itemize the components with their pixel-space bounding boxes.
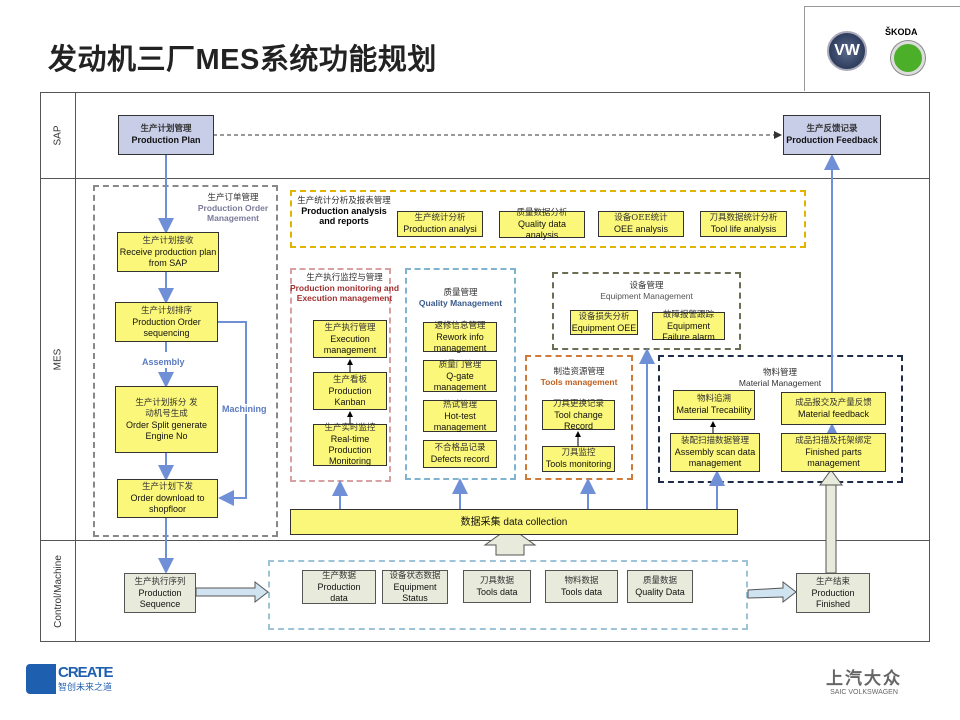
group-order-management: [93, 185, 278, 537]
saic-wordmark-en: SAIC VOLKSWAGEN: [830, 689, 898, 696]
group-control-data: [268, 560, 748, 630]
page-title: 发动机三厂MES系统功能规划: [48, 44, 437, 76]
saic-vw-logo: 上汽大众 SAIC VOLKSWAGEN: [826, 664, 902, 696]
assembly-label: Assembly: [142, 357, 185, 367]
group-material: [658, 355, 903, 483]
group-analysis: [290, 190, 806, 248]
lane-label-divider: [75, 92, 76, 642]
group-tools: [525, 355, 633, 480]
machining-label: Machining: [222, 404, 267, 414]
data-collection-bar[interactable]: 数据采集 data collection: [290, 509, 738, 535]
lane-divider: [40, 178, 930, 179]
create-slogan: 智创未来之道: [58, 682, 113, 692]
create-wordmark: CREATE: [58, 664, 114, 681]
create-logo: CREATE 智创未来之道: [26, 664, 114, 694]
brand-logo-panel: VW ŠKODA: [804, 6, 960, 91]
vw-logo: VW: [827, 31, 867, 71]
lane-divider: [40, 540, 930, 541]
diagram-frame: [40, 92, 930, 642]
skoda-logo: [891, 41, 925, 75]
ci-mark: [26, 664, 56, 694]
saic-wordmark-cn: 上汽大众: [826, 669, 902, 688]
skoda-wordmark: ŠKODA: [885, 27, 918, 37]
